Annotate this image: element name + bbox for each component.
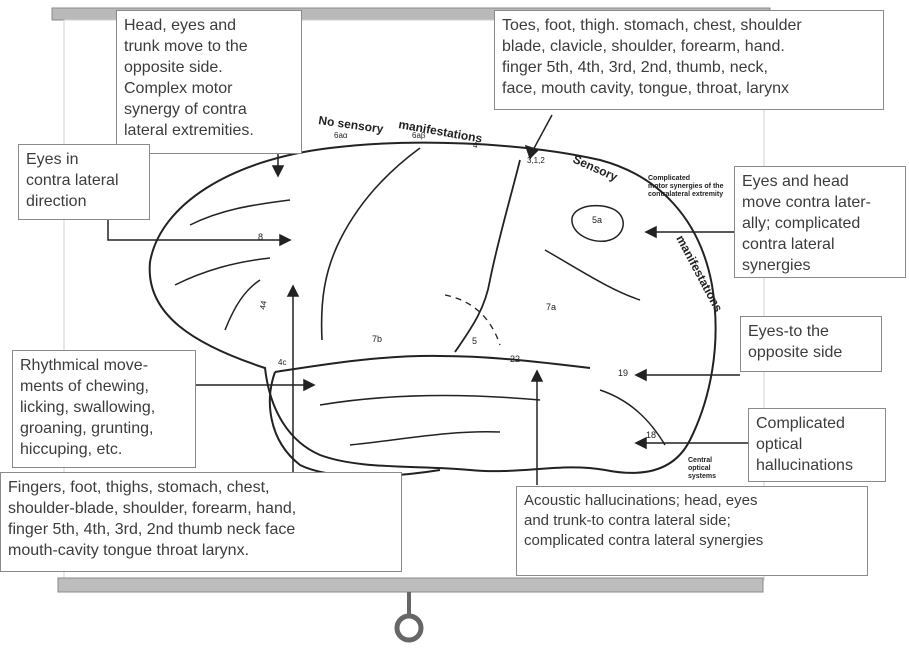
callout-right-lower: Complicated optical hallucinations — [748, 408, 886, 482]
frontal-sulcus-3 — [224, 279, 261, 331]
arrow-top-right — [531, 114, 553, 153]
label-line: optical — [688, 465, 711, 472]
label-area-6a-alpha: 6aα — [334, 131, 348, 140]
frontal-sulcus-2 — [174, 257, 271, 286]
arrow-bottom-left-head — [286, 284, 300, 297]
sylvian-fissure — [274, 354, 591, 373]
callout-right-upper: Eyes and head move contra later- ally; c… — [734, 166, 906, 278]
occipital-sulcus — [599, 389, 666, 446]
label-area-7b: 7b — [372, 334, 382, 344]
leader-lines — [107, 114, 748, 485]
label-line: systems — [688, 473, 716, 480]
screen-pull-ring — [394, 613, 424, 643]
label-area-4c: 4c — [278, 358, 286, 367]
arrow-left-mid-head — [303, 378, 316, 392]
area-7b-dashed-outline — [444, 294, 501, 346]
label-area-5a: 5a — [592, 215, 602, 225]
callout-left-upper: Eyes in contra lateral direction — [18, 144, 150, 220]
area-5a-outline — [571, 204, 624, 242]
label-area-19: 19 — [618, 368, 628, 378]
callout-top-right: Toes, foot, thigh. stomach, chest, shoul… — [494, 10, 884, 110]
callout-bottom-left: Fingers, foot, thighs, stomach, chest, s… — [0, 472, 402, 572]
callout-left-mid: Rhythmical move- ments of chewing, licki… — [12, 350, 196, 468]
brain-outline — [148, 141, 717, 474]
callout-right-mid: Eyes-to the opposite side — [740, 316, 882, 372]
arrow-bottom-right-head — [530, 369, 544, 382]
arrow-left-upper — [107, 220, 285, 241]
arrow-top-center-head — [271, 165, 285, 178]
label-area-18: 18 — [646, 430, 656, 440]
arrow-left-upper-head — [279, 233, 292, 247]
temporal-sulcus — [319, 394, 541, 406]
arrow-right-mid-head — [634, 368, 647, 382]
screen-bottom-bar — [57, 577, 764, 593]
label-area-6a-beta: 6aβ — [412, 131, 426, 140]
callout-top-center: Head, eyes and trunk move to the opposit… — [116, 10, 302, 154]
label-line: motor synergies of the — [648, 183, 724, 190]
arrow-top-right-head — [524, 144, 540, 160]
label-area-44: 44 — [258, 299, 269, 310]
label-area-312: 3,1,2 — [527, 156, 545, 165]
arrow-right-upper-head — [644, 225, 657, 239]
label-area-4: 4 — [473, 141, 478, 150]
frontal-sulcus-1 — [189, 199, 291, 226]
arrow-right-lower-head — [634, 436, 647, 450]
label-line: contralateral extremity — [648, 191, 723, 198]
precentral-sulcus — [320, 147, 421, 341]
label-area-5: 5 — [472, 336, 477, 346]
parietal-sulcus — [544, 249, 641, 301]
label-area-8: 8 — [258, 232, 263, 242]
temporal-sulcus-2 — [349, 430, 501, 446]
label-area-22: 22 — [510, 354, 520, 364]
callout-bottom-right: Acoustic hallucinations; head, eyes and … — [516, 486, 868, 576]
central-sulcus — [454, 159, 521, 353]
label-area-7a: 7a — [546, 302, 556, 312]
